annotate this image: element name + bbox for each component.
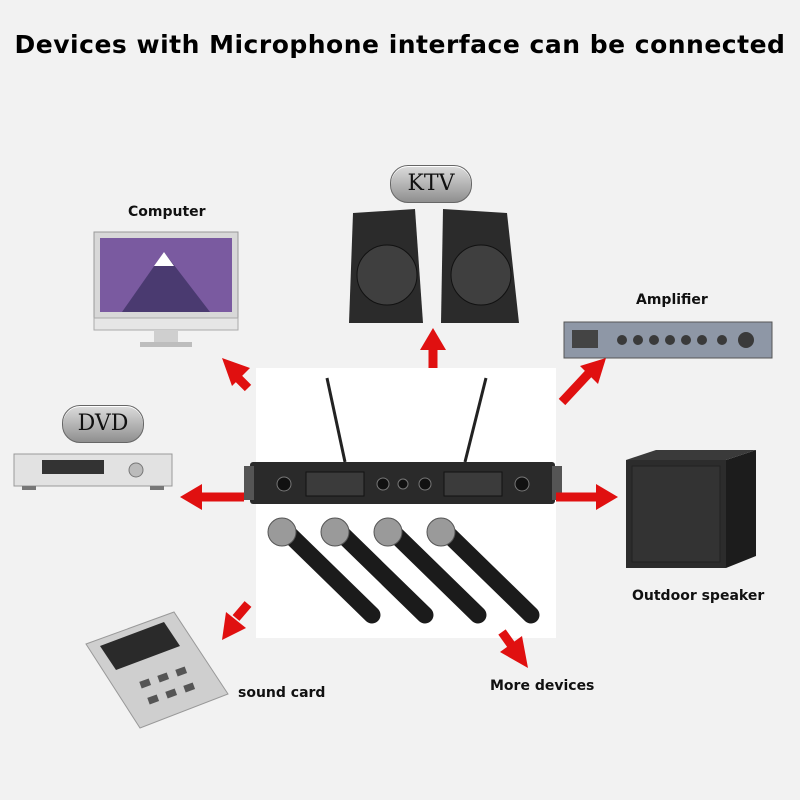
dvd-badge: DVD [62,405,144,443]
microphone-1 [267,517,381,624]
microphone-2 [320,517,434,624]
antenna-left [325,377,347,463]
sound-card-label: sound card [238,685,326,701]
sound-card-illustration [85,611,229,729]
amplifier-label: Amplifier [636,292,708,308]
amplifier-illustration [563,321,773,359]
microphone-3 [373,517,487,624]
microphone-4 [426,517,540,624]
arrow-to-amplifier [558,368,594,406]
outdoor-speaker-label: Outdoor speaker [632,588,765,604]
ktv-speakers-illustration [349,209,519,323]
outdoor-speaker-illustration [626,450,756,568]
dvd-player-illustration [13,453,173,490]
more-devices-label: More devices [490,678,595,694]
computer-label: Computer [128,204,206,220]
arrow-to-more-devices [498,629,516,649]
computer-illustration [93,231,239,347]
page-title: Devices with Microphone interface can be… [14,30,786,59]
ktv-badge: KTV [390,165,472,203]
antenna-right [463,377,488,463]
arrow-to-sound-card [232,601,252,621]
